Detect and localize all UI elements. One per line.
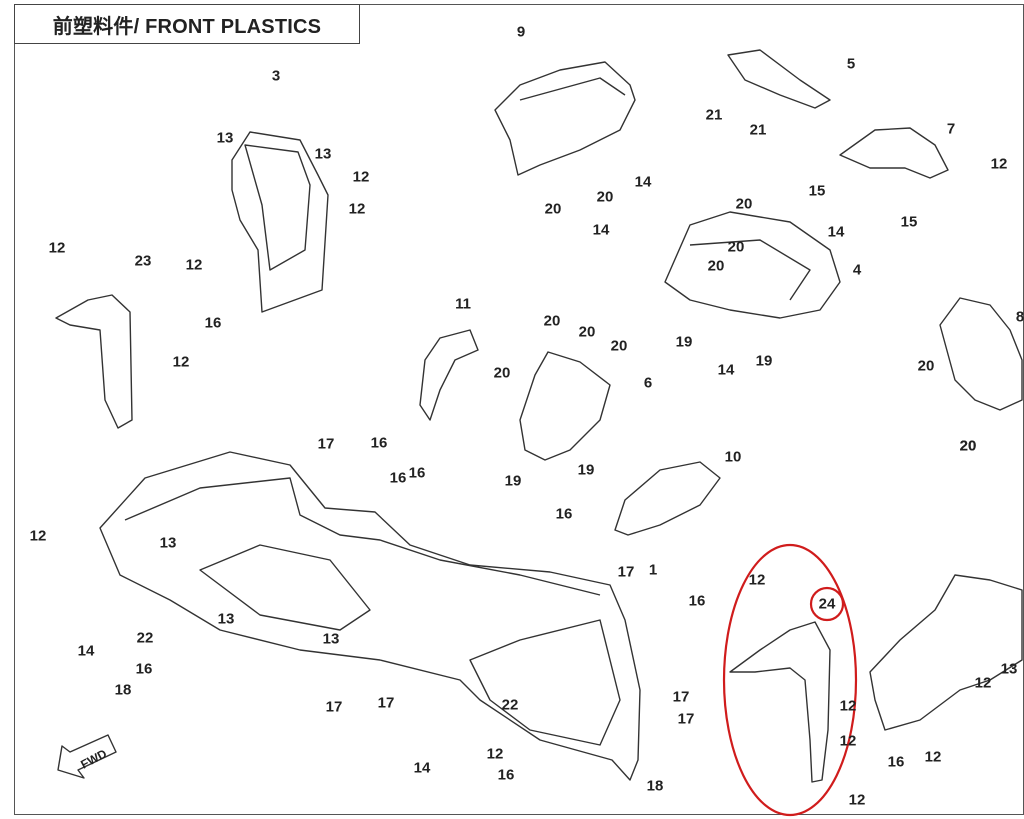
callout-16: 16 <box>370 434 388 452</box>
callout-18: 18 <box>646 777 664 795</box>
callout-20: 20 <box>917 357 935 375</box>
callout-17: 17 <box>317 435 335 453</box>
part-23-shape <box>55 294 133 429</box>
callout-17: 17 <box>672 688 690 706</box>
part-10-shape <box>614 461 721 536</box>
callout-16: 16 <box>408 464 426 482</box>
callout-16: 16 <box>204 314 222 332</box>
callout-24: 24 <box>818 595 836 613</box>
callout-17: 17 <box>617 563 635 581</box>
callout-19: 19 <box>504 472 522 490</box>
callout-12: 12 <box>185 256 203 274</box>
callout-13: 13 <box>159 534 177 552</box>
callout-12: 12 <box>352 168 370 186</box>
callout-23: 23 <box>134 252 152 270</box>
callout-16: 16 <box>389 469 407 487</box>
part-6-shape <box>519 351 611 461</box>
highlight-circle-24 <box>809 586 845 622</box>
callout-20: 20 <box>707 257 725 275</box>
callout-16: 16 <box>497 766 515 784</box>
callout-12: 12 <box>748 571 766 589</box>
part-3-shape <box>231 131 329 313</box>
callout-12: 12 <box>848 791 866 809</box>
part-5-shape <box>727 49 831 109</box>
callout-13: 13 <box>314 145 332 163</box>
fwd-arrow-shape <box>57 734 117 779</box>
callout-1: 1 <box>648 561 658 579</box>
callout-14: 14 <box>717 361 735 379</box>
callout-16: 16 <box>555 505 573 523</box>
callout-17: 17 <box>325 698 343 716</box>
part-8-shape <box>939 297 1023 411</box>
callout-14: 14 <box>413 759 431 777</box>
callout-20: 20 <box>610 337 628 355</box>
callout-12: 12 <box>48 239 66 257</box>
part-11-shape <box>419 329 479 421</box>
callout-20: 20 <box>544 200 562 218</box>
callout-13: 13 <box>217 610 235 628</box>
callout-17: 17 <box>677 710 695 728</box>
callout-5: 5 <box>846 55 856 73</box>
callout-14: 14 <box>827 223 845 241</box>
callout-15: 15 <box>808 182 826 200</box>
callout-15: 15 <box>900 213 918 231</box>
callout-12: 12 <box>839 697 857 715</box>
callout-17: 17 <box>377 694 395 712</box>
part-right-fender-shape <box>869 574 1023 731</box>
callout-20: 20 <box>543 312 561 330</box>
callout-20: 20 <box>735 195 753 213</box>
callout-12: 12 <box>924 748 942 766</box>
diagram-title: 前塑料件/ FRONT PLASTICS <box>14 4 360 44</box>
highlight-ellipse <box>722 543 858 817</box>
callout-10: 10 <box>724 448 742 466</box>
callout-6: 6 <box>643 374 653 392</box>
part-7-shape <box>839 127 949 179</box>
callout-20: 20 <box>596 188 614 206</box>
callout-12: 12 <box>839 732 857 750</box>
callout-9: 9 <box>516 23 526 41</box>
callout-4: 4 <box>852 261 862 279</box>
callout-20: 20 <box>578 323 596 341</box>
callout-13: 13 <box>216 129 234 147</box>
callout-16: 16 <box>887 753 905 771</box>
callout-20: 20 <box>959 437 977 455</box>
part-4-shape <box>664 211 841 319</box>
callout-3: 3 <box>271 67 281 85</box>
callout-12: 12 <box>974 674 992 692</box>
callout-14: 14 <box>77 642 95 660</box>
callout-18: 18 <box>114 681 132 699</box>
callout-13: 13 <box>322 630 340 648</box>
callout-21: 21 <box>749 121 767 139</box>
callout-7: 7 <box>946 120 956 138</box>
callout-19: 19 <box>675 333 693 351</box>
callout-11: 11 <box>455 295 471 313</box>
callout-12: 12 <box>486 745 504 763</box>
callout-22: 22 <box>136 629 154 647</box>
callout-16: 16 <box>688 592 706 610</box>
callout-16: 16 <box>135 660 153 678</box>
part-24-shape <box>729 621 831 783</box>
callout-21: 21 <box>705 106 723 124</box>
callout-20: 20 <box>727 238 745 256</box>
callout-20: 20 <box>493 364 511 382</box>
callout-12: 12 <box>172 353 190 371</box>
callout-8: 8 <box>1015 308 1024 326</box>
callout-19: 19 <box>755 352 773 370</box>
callout-12: 12 <box>990 155 1008 173</box>
callout-13: 13 <box>1000 660 1018 678</box>
callout-19: 19 <box>577 461 595 479</box>
callout-14: 14 <box>592 221 610 239</box>
callout-12: 12 <box>348 200 366 218</box>
callout-20: 20 <box>959 437 977 455</box>
callout-22: 22 <box>501 696 519 714</box>
part-1-shape <box>99 451 641 781</box>
part-9-shape <box>494 61 636 176</box>
callout-14: 14 <box>634 173 652 191</box>
callout-12: 12 <box>29 527 47 545</box>
